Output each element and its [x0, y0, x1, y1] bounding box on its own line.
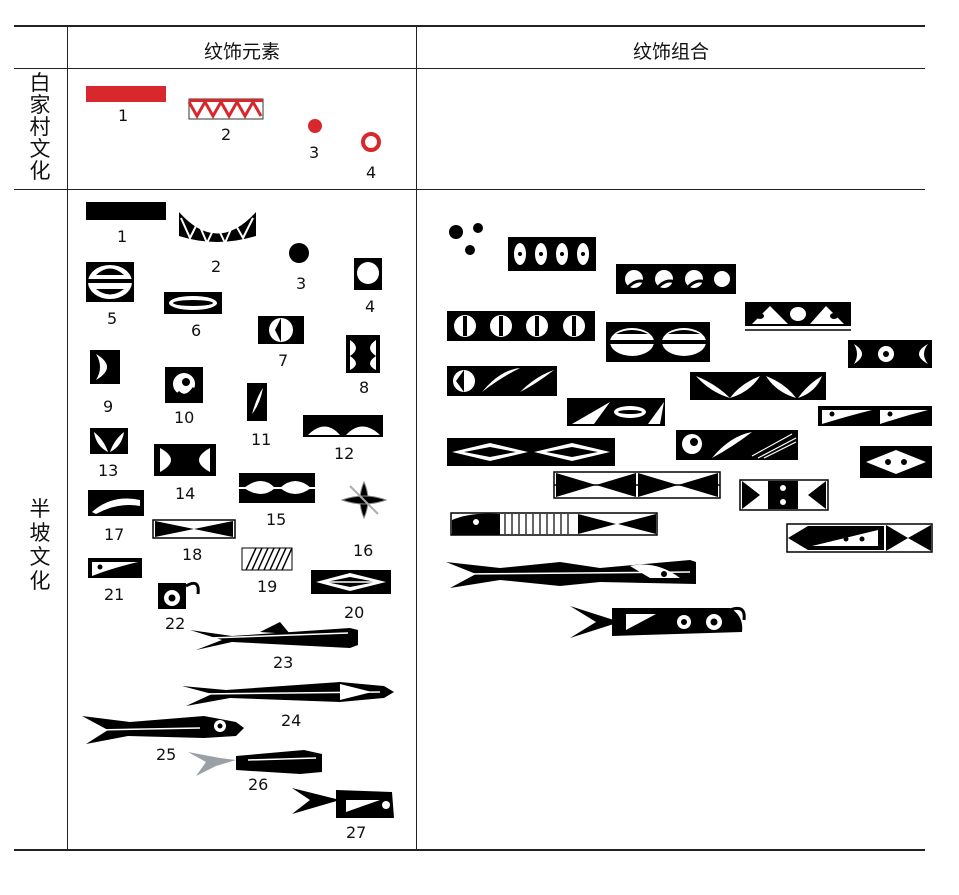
bjc-number-1: 1 [118, 106, 129, 125]
bp-number-24: 24 [281, 711, 302, 730]
bp-motif-21-band-dot [88, 558, 142, 578]
combo-long-fish [446, 560, 696, 588]
bp-number-23: 23 [273, 653, 294, 672]
bp-number-16: 16 [353, 541, 374, 560]
combo-triangle-band [553, 471, 721, 499]
combo-four-lens-band [508, 237, 596, 271]
combo-fish-tail-head [570, 606, 746, 638]
bp-number-19: 19 [257, 577, 278, 596]
combo-triangle-eye-band [745, 302, 851, 331]
bp-motif-17-curve [88, 490, 144, 516]
bp-motif-20-diamond-band [311, 570, 391, 594]
bp-motif-27-fish-tail-head [292, 788, 394, 818]
bp-number-20: 20 [344, 603, 365, 622]
row-label-banpo: 半 坡 文 化 [29, 497, 51, 593]
combo-dot-band-right [818, 406, 932, 426]
bjc-motif-3-dot [308, 119, 322, 133]
bp-motif-25-fish-head [82, 716, 244, 744]
bjc-number-4: 4 [366, 163, 377, 182]
bp-motif-13-v-leaves [90, 428, 128, 454]
combo-wave-band [616, 264, 736, 294]
table-top-rule [14, 25, 925, 27]
combo-dots-bowtie-band [786, 523, 933, 553]
bp-number-25: 25 [156, 745, 177, 764]
bjc-motif-4-ring [361, 132, 381, 152]
bp-number-11: 11 [251, 430, 272, 449]
combo-leaf-eye-band [447, 366, 557, 396]
combo-curve-streak-band [676, 430, 798, 460]
combo-double-diamond-band [447, 438, 615, 466]
bp-number-22: 22 [165, 614, 186, 633]
bp-number-14: 14 [175, 484, 196, 503]
combo-crescent-band [848, 340, 932, 368]
combo-three-dots [449, 223, 483, 255]
table-bottom-rule [14, 849, 925, 851]
bp-number-2: 2 [211, 257, 222, 276]
bp-motif-6-eye-band [164, 292, 222, 314]
combo-eye-streak-band [567, 398, 665, 426]
bp-number-21: 21 [104, 585, 125, 604]
bp-motif-26-fish-gray-tail [188, 750, 322, 776]
bp-number-18: 18 [182, 545, 203, 564]
combo-four-split-circles [447, 311, 595, 341]
bp-number-15: 15 [266, 510, 287, 529]
bp-motif-19-hatched [241, 547, 293, 571]
bp-motif-24-fish [182, 682, 394, 706]
bp-motif-18-bowtie-band [152, 519, 236, 539]
bp-number-5: 5 [107, 309, 118, 328]
bp-motif-10-spiral [165, 367, 203, 403]
bp-number-13: 13 [98, 461, 119, 480]
bp-number-10: 10 [174, 408, 195, 427]
combo-two-faces [606, 322, 710, 362]
bp-motif-8-quad-petals [346, 335, 380, 373]
combo-two-dot-panel [739, 479, 829, 511]
bp-motif-9-crescent [90, 350, 120, 384]
col-divider-left [67, 26, 68, 850]
bp-number-4: 4 [365, 297, 376, 316]
combo-diamond-square [860, 446, 932, 478]
header-motif-combinations: 纹饰组合 [632, 41, 709, 63]
bp-motif-2-arc-teeth [179, 212, 256, 246]
combo-v-band [690, 372, 826, 400]
header-motif-elements: 纹饰元素 [203, 41, 280, 63]
bp-number-17: 17 [104, 525, 125, 544]
bp-number-1: 1 [117, 227, 128, 246]
bp-motif-1-band [86, 202, 166, 220]
bp-motif-3-dot [289, 243, 309, 263]
bp-motif-14-hourglass-leaves [154, 444, 216, 476]
bjc-number-3: 3 [309, 143, 320, 162]
bp-number-26: 26 [248, 775, 269, 794]
bp-motif-23-fish [190, 622, 358, 650]
bp-motif-5-face [86, 262, 134, 302]
bp-motif-4-square-circle [354, 258, 382, 290]
header-bottom-rule [14, 68, 925, 69]
row-divider-rule [14, 189, 925, 190]
bp-number-12: 12 [334, 444, 355, 463]
row-label-baijiacun: 白 家 村 文 化 [29, 71, 51, 183]
bp-number-8: 8 [359, 378, 370, 397]
col-divider-middle [416, 26, 417, 850]
bp-number-6: 6 [191, 321, 202, 340]
bjc-motif-1-band [86, 86, 166, 102]
bp-motif-16-four-petal-flower [340, 480, 388, 520]
bp-number-27: 27 [346, 823, 367, 842]
bp-motif-15-leaf-band [239, 473, 315, 503]
bjc-number-2: 2 [221, 125, 232, 144]
bp-number-9: 9 [103, 397, 114, 416]
bjc-motif-2-zigzag [187, 98, 264, 120]
bp-motif-7-split-circle [258, 316, 304, 344]
bp-motif-11-slanted-leaf [247, 383, 267, 421]
combo-fish-head-band [450, 512, 658, 536]
bp-motif-22-curl [158, 581, 200, 609]
bp-number-3: 3 [296, 274, 307, 293]
bp-motif-12-eye-bar [303, 415, 383, 437]
bp-number-7: 7 [278, 351, 289, 370]
